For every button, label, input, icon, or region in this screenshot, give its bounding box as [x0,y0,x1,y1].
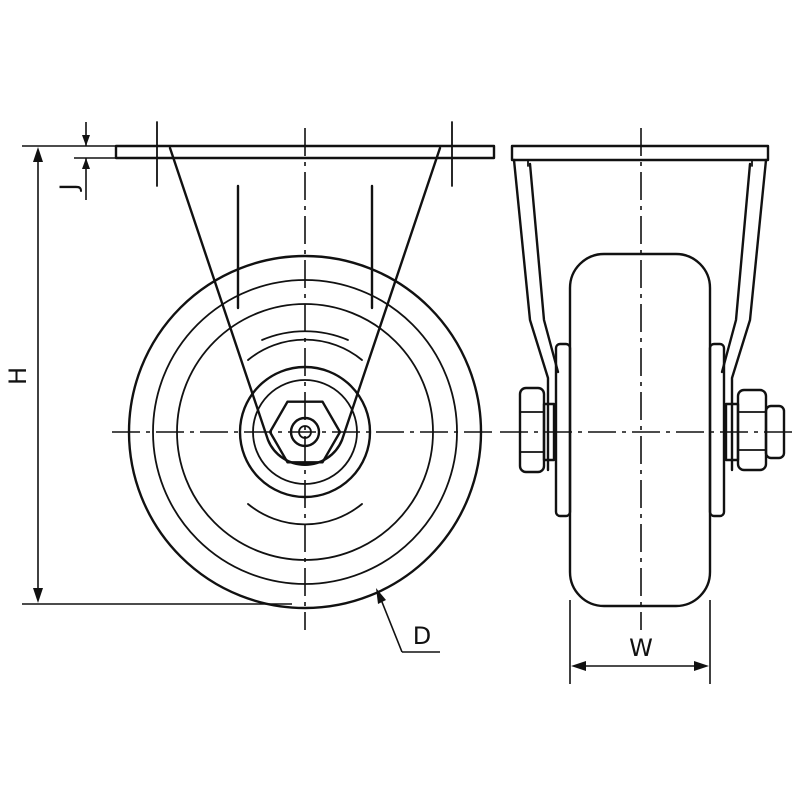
side-fork-left-inner [528,162,560,374]
wheel-web-arc-1 [247,338,363,361]
dimension-diameter: D [376,588,440,653]
axle-nut-hexagon [268,400,342,464]
side-hub-left [554,342,572,518]
side-fork-right-outer [730,158,768,472]
diameter-label: D [413,622,431,650]
front-view [112,121,498,630]
top-plate [114,144,496,160]
side-fork-left-outer [512,158,550,472]
width-label: W [629,634,653,662]
wheel-web-arc-3 [247,503,363,526]
hub-inner-circle [252,379,358,485]
side-wheel [568,252,712,608]
dimension-width: W [569,600,711,684]
wheel-outer-circle [127,254,483,610]
side-view [500,128,792,630]
width-arrow-right [694,661,709,671]
fork-legs [168,146,442,466]
plate-offset-label: J [55,183,83,192]
side-top-plate [510,144,770,162]
height-arrow-bottom [33,588,43,603]
axle-center [298,425,312,439]
plate-offset-arrow-top [82,135,90,146]
side-hub-right [708,342,726,518]
hub-outer-circle [238,365,372,499]
axle-bolt-head [518,386,546,474]
dimension-plate-offset: J [55,122,116,200]
height-label: H [4,367,32,385]
wheel-inner-circle [176,303,434,561]
plate-offset-arrow-bottom [82,158,90,169]
side-fork-right-inner [720,162,752,374]
bolt-washer-left [542,402,556,462]
wheel-rim-circle [152,279,458,585]
width-arrow-left [571,661,586,671]
height-arrow-top [33,147,43,162]
axle-nut [736,388,768,472]
dimension-height: H [4,145,292,605]
axle-thread-end [764,404,786,460]
diameter-arrow [376,588,386,604]
axle-circle [289,416,321,448]
wheel-web-arc-2 [261,330,349,341]
